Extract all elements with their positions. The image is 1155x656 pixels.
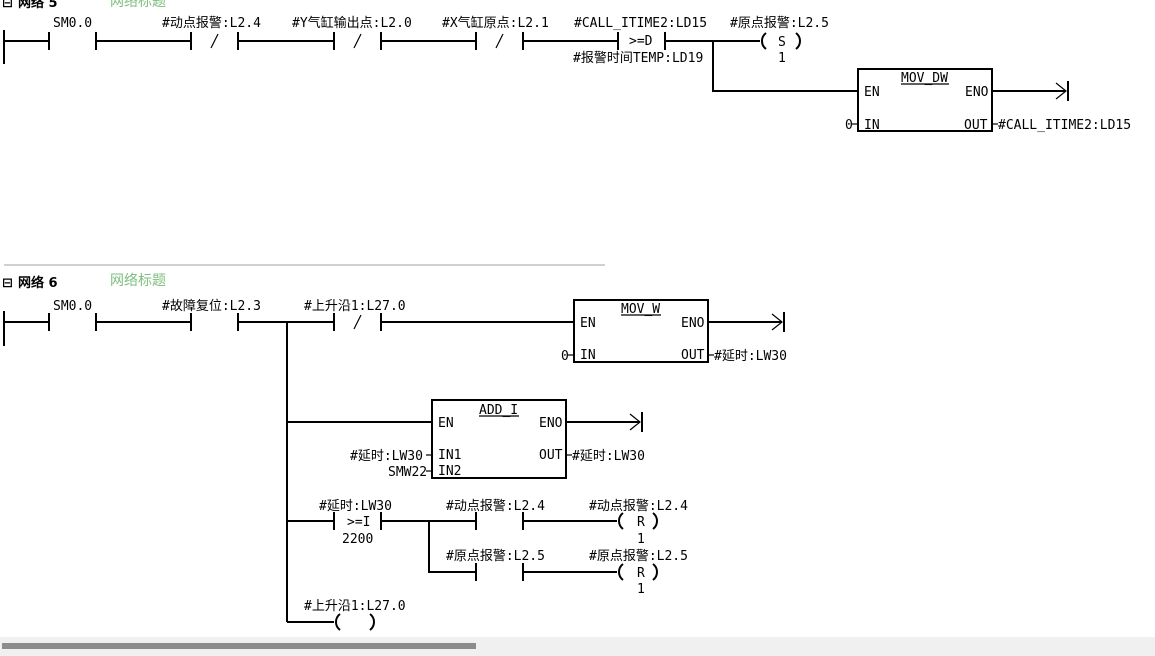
network6-output-coil[interactable] — [335, 613, 375, 631]
network5-set-coil[interactable] — [761, 32, 801, 50]
network6-add-i-title: ADD_I — [479, 403, 518, 418]
network6-contact-yuan-alarm-label: #原点报警:L2.5 — [446, 548, 545, 564]
network6-contact-rising-edge-label: #上升沿1:L27.0 — [304, 299, 406, 314]
network5-mov-dw-title: MOV_DW — [901, 71, 948, 86]
network5-contact-sm0[interactable] — [48, 32, 97, 50]
network5-mov-dw-out-value[interactable]: #CALL_ITIME2:LD15 — [998, 118, 1131, 133]
network5-contact-y-cylinder[interactable] — [333, 32, 382, 50]
network6-compare-bottom-operand: 2200 — [342, 532, 373, 547]
network5-contact-sm0-label: SM0.0 — [53, 16, 92, 31]
network6-title[interactable]: 网络标题 — [110, 273, 166, 289]
network5-compare-contact[interactable] — [617, 32, 666, 50]
network6-mov-w-en: EN — [580, 316, 596, 331]
network6-contact-dong-alarm[interactable] — [475, 512, 524, 530]
ladder-diagram: ⊟ 网络 5 网络标题 SM0.0 #动点报警:L2.4 #Y气缸输出点:L2.… — [2, 0, 1131, 631]
network6-reset-coil-yuan-type: R — [637, 566, 645, 581]
network6-rung-wires — [4, 321, 782, 623]
network6-add-i-out-pin: OUT — [539, 448, 563, 463]
network5-contact-x-origin-label: #X气缸原点:L2.1 — [442, 15, 549, 31]
network5-set-coil-count: 1 — [778, 51, 786, 66]
network5-mov-dw-in-pin: IN — [864, 118, 880, 133]
network6-mov-w-out-value[interactable]: #延时:LW30 — [714, 349, 787, 364]
network5-mov-dw-box[interactable] — [857, 68, 993, 132]
network6-reset-coil-yuan-label: #原点报警:L2.5 — [589, 548, 688, 564]
network6-add-i-in2-pin: IN2 — [438, 464, 461, 479]
network6-contact-fault-reset[interactable] — [190, 313, 239, 331]
network5-toggle-icon[interactable]: ⊟ — [2, 0, 13, 11]
network6-reset-coil-yuan[interactable] — [618, 563, 658, 581]
network6-add-i-in1-value[interactable]: #延时:LW30 — [350, 449, 423, 464]
network5-mov-dw-out-pin: OUT — [964, 118, 988, 133]
network5-mov-dw-in-value[interactable]: 0 — [845, 118, 853, 133]
network6-contact-rising-edge[interactable] — [333, 313, 382, 331]
network5-mov-dw-en: EN — [864, 85, 880, 100]
network6-reset-coil-yuan-count: 1 — [637, 582, 645, 597]
network6-contact-sm0-label: SM0.0 — [53, 299, 92, 314]
network6-contact-yuan-alarm[interactable] — [475, 563, 524, 581]
network6-mov-w-box[interactable] — [573, 299, 709, 363]
network6-reset-coil-dong-count: 1 — [637, 532, 645, 547]
network6-mov-w-eno: ENO — [681, 316, 705, 331]
network6-mov-w-in-pin: IN — [580, 348, 596, 363]
horizontal-scrollbar[interactable] — [0, 637, 1155, 656]
network6-add-i-box[interactable] — [431, 399, 567, 479]
network6-add-i-eno: ENO — [539, 416, 563, 431]
network6-add-eno-arrow-icon — [629, 412, 643, 432]
network5-set-coil-type: S — [778, 35, 786, 50]
network5-contact-dong-alarm-label: #动点报警:L2.4 — [162, 15, 261, 31]
network6-mov-eno-arrow-icon — [771, 312, 785, 332]
network6-add-i-out-value[interactable]: #延时:LW30 — [572, 449, 645, 464]
network6-add-i-in1-pin: IN1 — [438, 448, 461, 463]
network6-compare-contact[interactable] — [333, 512, 382, 530]
network6-output-coil-label: #上升沿1:L27.0 — [304, 599, 406, 614]
network6-compare-operator: >=I — [347, 515, 370, 530]
network6-contact-dong-alarm-label: #动点报警:L2.4 — [446, 498, 545, 514]
network6-toggle-icon[interactable]: ⊟ — [2, 276, 13, 291]
network5-contact-y-cylinder-label: #Y气缸输出点:L2.0 — [292, 15, 412, 31]
network6-reset-coil-dong-label: #动点报警:L2.4 — [589, 498, 688, 514]
network6-add-i-in2-value[interactable]: SMW22 — [388, 465, 427, 480]
network5-mov-dw-eno: ENO — [965, 85, 989, 100]
horizontal-scrollbar-thumb[interactable] — [2, 643, 476, 649]
network6-reset-coil-dong-type: R — [637, 515, 645, 530]
network5-compare-operator: >=D — [629, 34, 653, 49]
network6-reset-coil-dong[interactable] — [618, 512, 658, 530]
network6-contact-fault-reset-label: #故障复位:L2.3 — [162, 299, 261, 314]
network5-set-coil-label: #原点报警:L2.5 — [730, 15, 829, 31]
network6-mov-w-in-value[interactable]: 0 — [561, 349, 569, 364]
network6-mov-w-title: MOV_W — [621, 302, 660, 317]
network6-mov-w-out-pin: OUT — [681, 348, 705, 363]
network5-eno-arrow-icon — [1055, 81, 1069, 101]
network5-compare-top-operand: #CALL_ITIME2:LD15 — [574, 16, 707, 31]
network5-compare-bottom-operand: #报警时间TEMP:LD19 — [573, 50, 703, 66]
network5-title[interactable]: 网络标题 — [110, 0, 166, 10]
network5-label: 网络 5 — [18, 0, 58, 11]
network6-compare-top-operand: #延时:LW30 — [319, 499, 392, 514]
network6-add-i-en: EN — [438, 416, 454, 431]
network6-contact-sm0[interactable] — [48, 313, 97, 331]
network6-label: 网络 6 — [18, 275, 58, 291]
network5-rung-wires — [4, 40, 1066, 125]
network5-contact-dong-alarm[interactable] — [190, 32, 239, 50]
network5-contact-x-origin[interactable] — [475, 32, 524, 50]
